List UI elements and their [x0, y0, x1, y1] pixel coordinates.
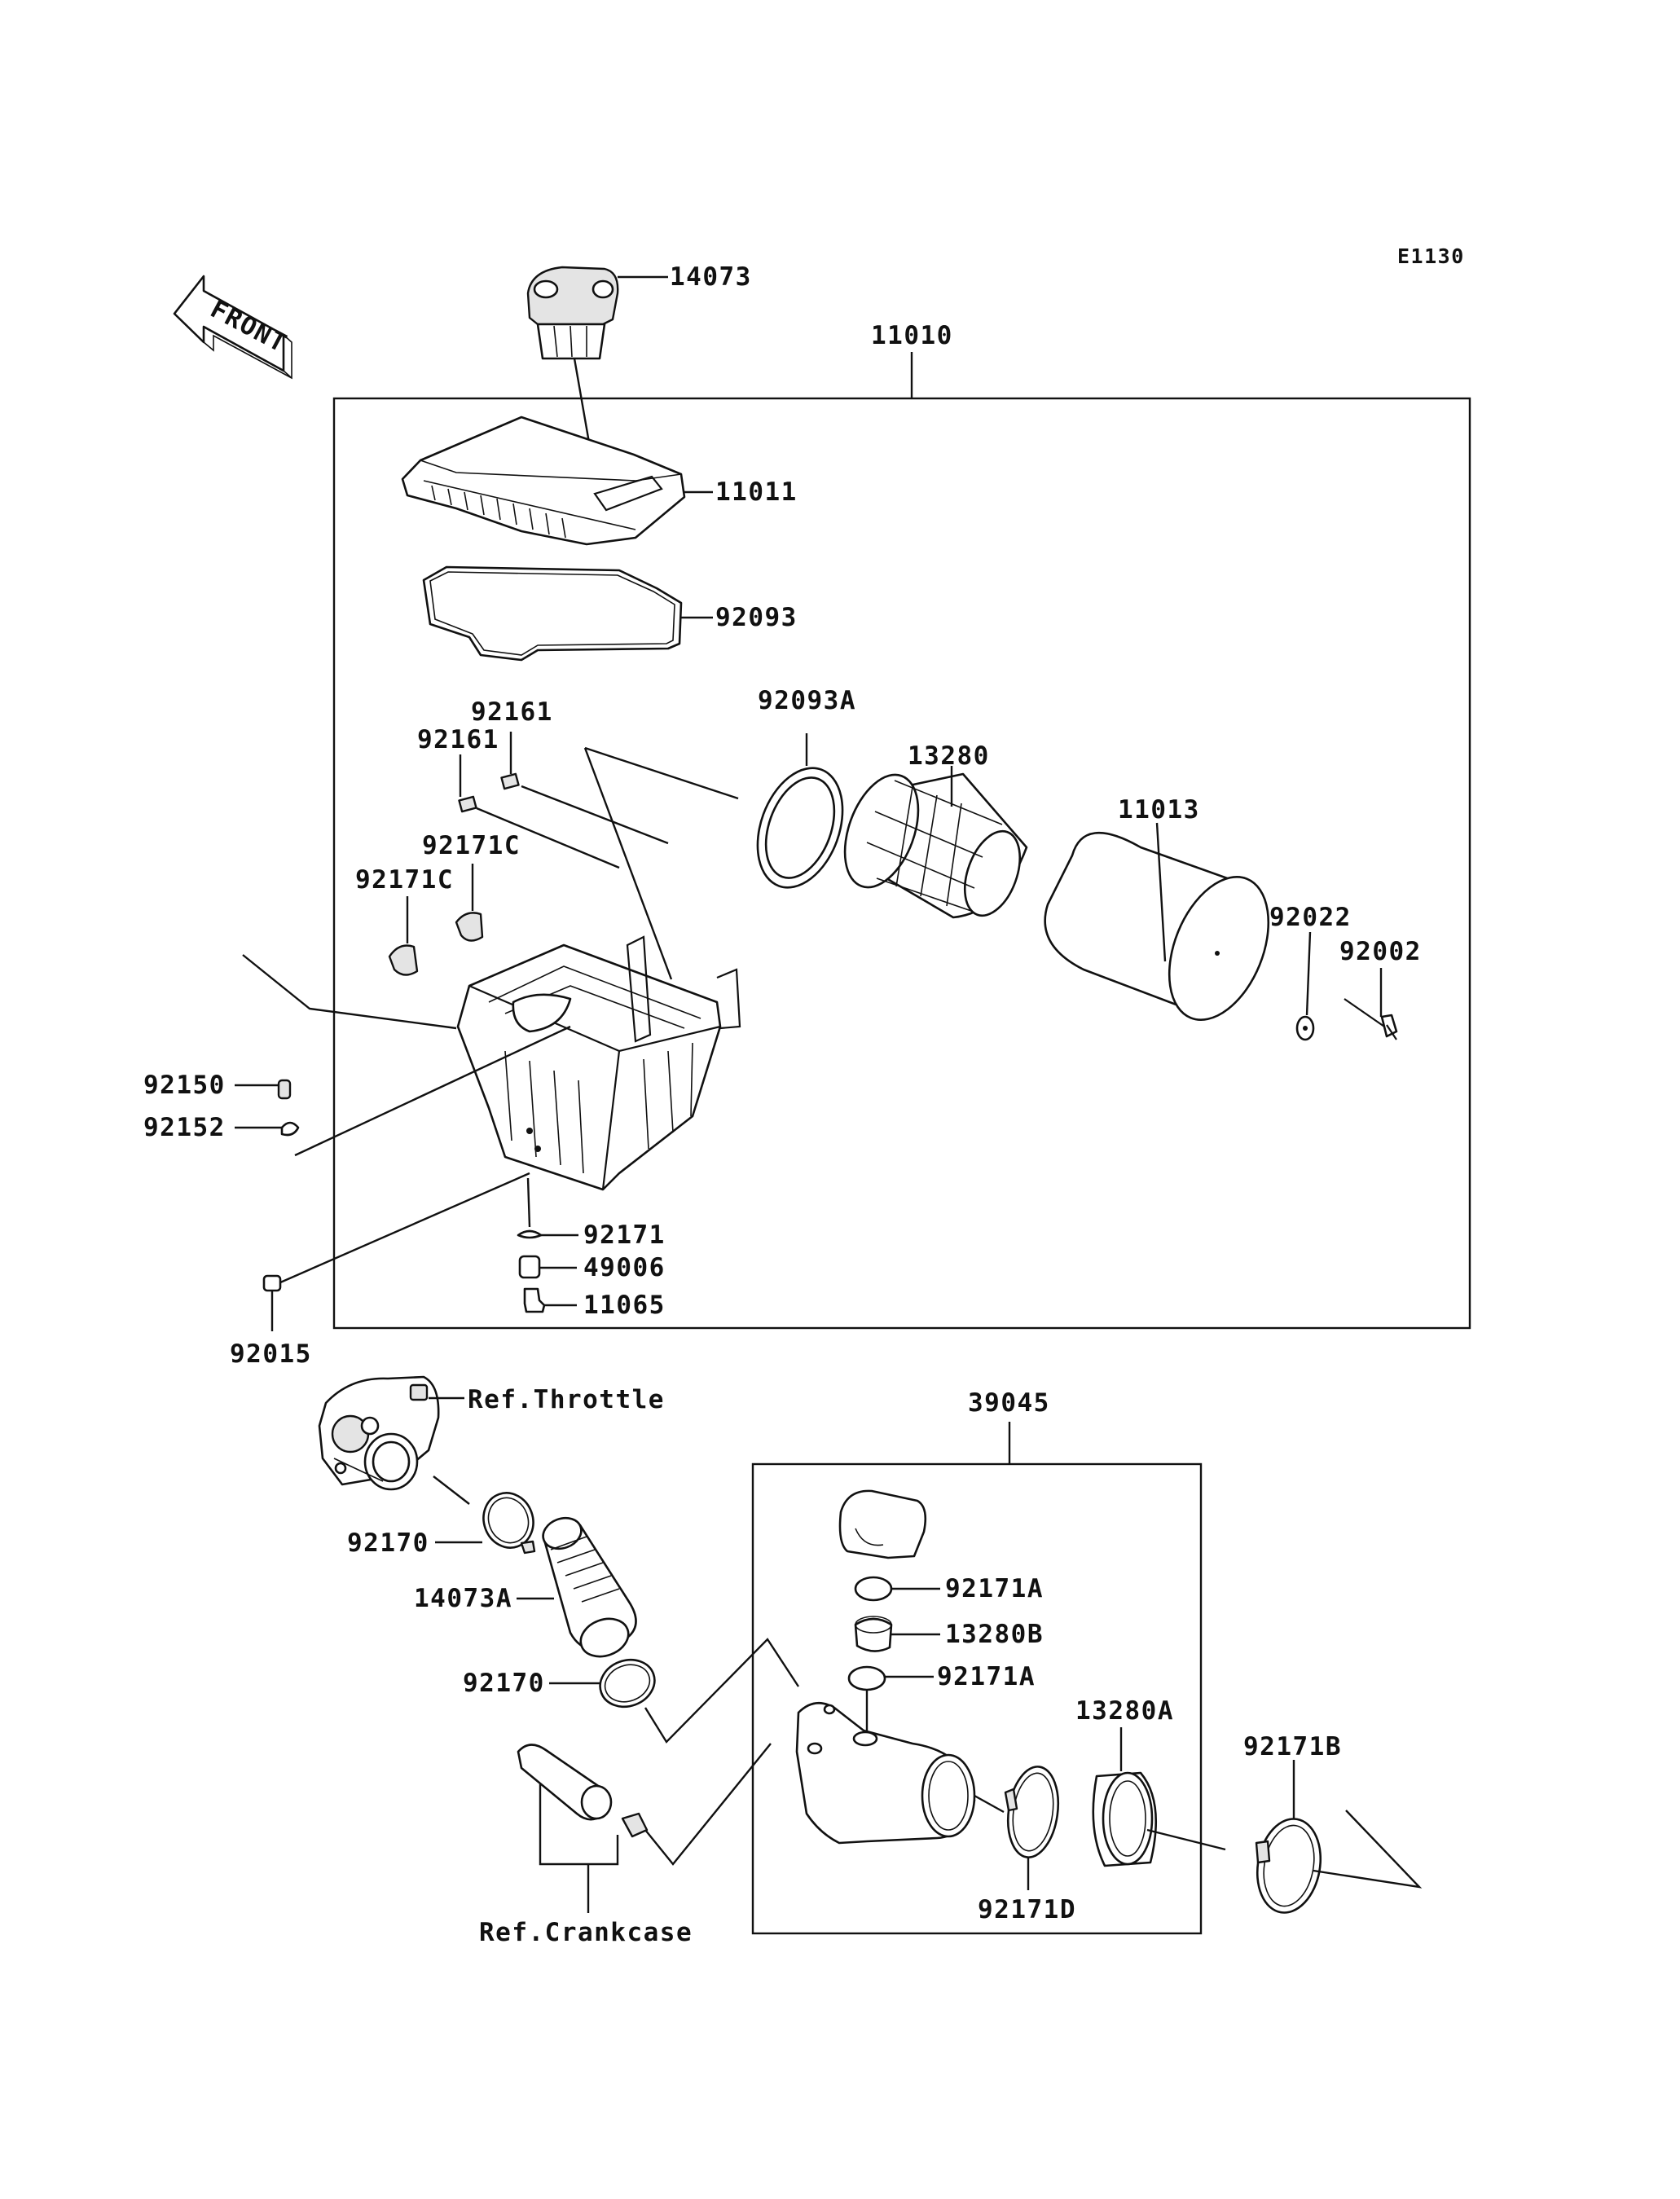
duct-assembly-frame: [751, 1462, 1203, 1935]
label-ref-crankcase: Ref.Crankcase: [479, 1918, 693, 1947]
intake-cover-cap: [838, 1489, 927, 1559]
label-92161-b: 92161: [417, 725, 499, 754]
label-14073A: 14073A: [414, 1584, 512, 1613]
label-92171D: 92171D: [978, 1895, 1076, 1924]
washer-92022: [1295, 1015, 1315, 1041]
clamp-92171D: [1004, 1766, 1060, 1858]
label-11010: 11010: [871, 321, 953, 350]
label-92170-a: 92170: [347, 1528, 429, 1558]
label-ref-throttle: Ref.Throttle: [468, 1385, 665, 1414]
plug-49006: [518, 1255, 541, 1279]
front-direction-arrow: FRONT: [173, 275, 292, 380]
label-92161-a: 92161: [471, 697, 553, 727]
label-13280B: 13280B: [945, 1620, 1044, 1649]
label-11011: 11011: [715, 477, 798, 507]
o-ring-92093A: [756, 767, 844, 889]
diagram-code: E1130: [1397, 244, 1465, 268]
air-cleaner-cover-11011: [401, 416, 686, 546]
label-92170-b: 92170: [463, 1669, 545, 1698]
label-92171B: 92171B: [1243, 1732, 1342, 1761]
clamp-92170-lower: [599, 1658, 656, 1709]
bolt-92150: [277, 1079, 292, 1100]
clamp-92171A-upper: [854, 1576, 893, 1602]
plug-92015: [262, 1274, 282, 1292]
label-92093: 92093: [715, 603, 798, 632]
throttle-body: [318, 1375, 440, 1491]
filter-element-11013: [1044, 831, 1270, 1021]
label-13280A: 13280A: [1075, 1696, 1174, 1726]
sleeve-13280A: [1092, 1771, 1158, 1867]
label-92093A: 92093A: [758, 686, 856, 715]
label-92171A-b: 92171A: [937, 1662, 1036, 1691]
intake-duct-14073A: [542, 1516, 637, 1658]
clip-92171C-left: [388, 944, 419, 976]
label-92002: 92002: [1339, 937, 1422, 966]
label-14073: 14073: [670, 262, 752, 292]
breather-hose: [517, 1744, 649, 1838]
label-92150: 92150: [143, 1071, 226, 1100]
label-92171C-a: 92171C: [422, 831, 521, 860]
label-92015: 92015: [230, 1339, 312, 1369]
clip-92171C-right: [455, 912, 484, 942]
clip-92171: [517, 1229, 543, 1239]
label-92152: 92152: [143, 1113, 226, 1142]
clamp-92171B: [1255, 1818, 1322, 1914]
air-cleaner-assembly-frame: [332, 397, 1471, 1330]
label-39045: 39045: [968, 1388, 1050, 1418]
label-49006: 49006: [583, 1253, 666, 1282]
label-92171: 92171: [583, 1220, 666, 1250]
label-92171A-a: 92171A: [945, 1574, 1044, 1603]
intake-duct-body: [795, 1701, 976, 1845]
gasket-92093: [422, 565, 683, 662]
clip-92161-lower: [458, 795, 477, 813]
joint-13280B: [854, 1616, 893, 1652]
label-92022: 92022: [1269, 903, 1352, 932]
air-cleaner-housing: [456, 935, 741, 1191]
clip-92161-upper: [500, 772, 520, 790]
label-13280: 13280: [908, 741, 990, 771]
washer-92152: [280, 1121, 300, 1137]
clamp-92171A-lower: [847, 1665, 886, 1691]
label-92171C-b: 92171C: [355, 865, 454, 895]
plug-11065: [523, 1287, 546, 1313]
label-11013: 11013: [1118, 795, 1200, 825]
clamp-92170-upper: [482, 1492, 536, 1555]
label-11065: 11065: [583, 1291, 666, 1320]
intake-cap-14073: [526, 266, 619, 360]
filter-cage-13280: [843, 772, 1028, 919]
wing-bolt-92002: [1344, 998, 1398, 1040]
